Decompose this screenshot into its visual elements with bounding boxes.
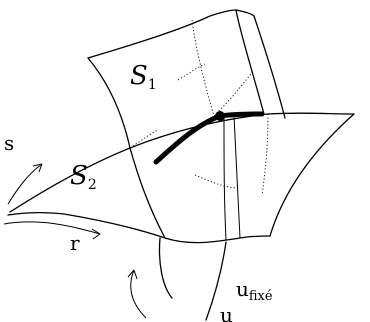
intersection-curve xyxy=(153,111,265,165)
intersection-point xyxy=(215,111,225,121)
label-param-s: s xyxy=(4,131,14,155)
label-surface-2: S2 xyxy=(70,161,97,193)
label-param-u: u xyxy=(220,303,233,322)
dotted-curve-s1-upper xyxy=(191,19,215,117)
surface-s2-bottom-edge xyxy=(7,211,271,244)
surface-s1-top-edge xyxy=(87,9,237,59)
surface-s1-right-band xyxy=(235,9,286,119)
dotted-curve-s2-lower xyxy=(194,174,241,189)
surface-right-fold xyxy=(233,115,241,239)
surface-s2-top-edge xyxy=(129,112,355,149)
dotted-curve-s1-right xyxy=(213,69,255,117)
surface-left-fold xyxy=(129,147,166,239)
surface-s1-right-edge xyxy=(235,9,265,115)
arrow-s-head xyxy=(32,163,43,173)
surface-s1-left-edge xyxy=(87,57,131,149)
surface-s2-left-edge xyxy=(9,147,131,213)
arrow-s xyxy=(7,163,43,205)
arrow-r-head xyxy=(91,228,101,240)
arrow-u-head xyxy=(127,269,138,280)
lower-tongue-left-edge xyxy=(158,237,173,299)
surface-middle-fold xyxy=(223,117,227,241)
label-surface-1: S1 xyxy=(130,61,157,93)
surface-s2-right-edge xyxy=(269,113,355,237)
label-param-r: r xyxy=(70,231,80,255)
lower-tongue-right-edge xyxy=(205,241,227,321)
dotted-curve-s2-left xyxy=(129,129,159,149)
dotted-curve-s2-right xyxy=(261,113,269,196)
dotted-curve-s1-inner xyxy=(177,63,206,81)
arrow-u xyxy=(130,269,147,319)
label-u-fixed: ufixé xyxy=(236,277,273,304)
arrow-r xyxy=(3,221,101,235)
